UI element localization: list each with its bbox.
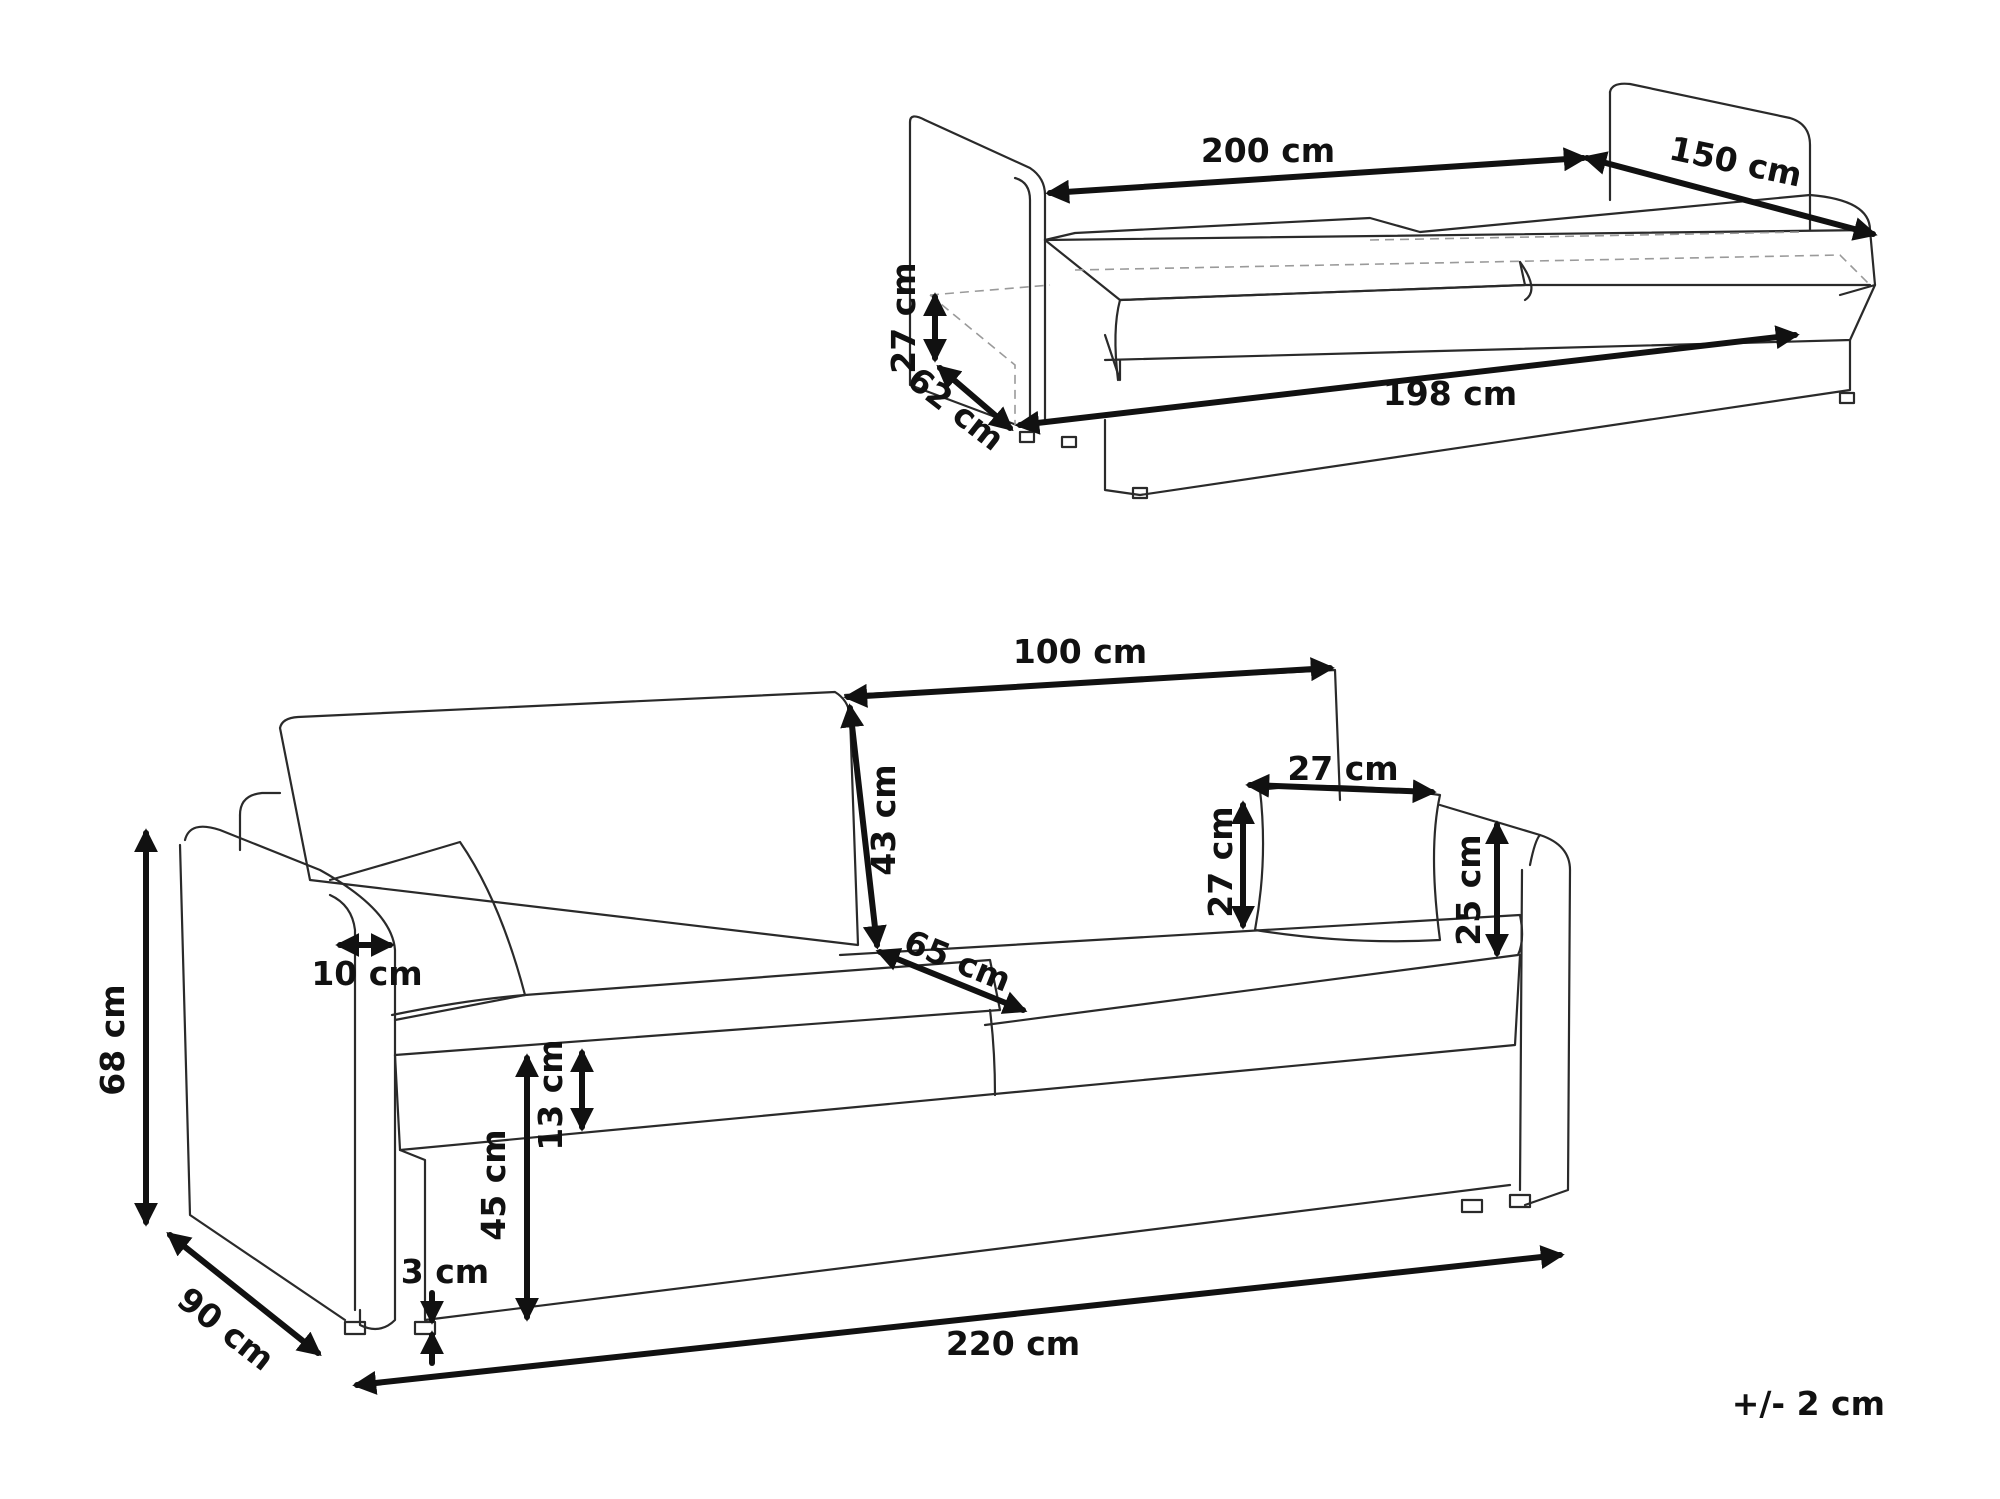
label-total-width: 220 cm <box>946 1324 1080 1363</box>
dim-line-100 <box>843 657 1335 708</box>
dim-line-27-pillow-width <box>1245 773 1437 804</box>
label-back-cushion-height: 43 cm <box>864 764 903 875</box>
label-drawer-length: 198 cm <box>1383 374 1517 413</box>
label-drawer-height: 27 cm <box>884 262 923 373</box>
dim-line-198 <box>1015 325 1800 435</box>
label-seat-height: 45 cm <box>474 1129 513 1240</box>
label-pillow-width: 27 cm <box>1287 749 1398 788</box>
dim-line-150 <box>1582 151 1878 241</box>
dim-line-220 <box>352 1245 1565 1395</box>
label-back-cushion-width: 100 cm <box>1013 632 1147 671</box>
label-drawer-depth: 62 cm <box>900 359 1012 458</box>
dim-line-65 <box>875 948 1028 1014</box>
dim-line-200 <box>1045 147 1588 204</box>
label-armrest-height: 25 cm <box>1449 834 1488 945</box>
label-seat-cushion-thickness: 13 cm <box>531 1039 570 1150</box>
dim-line-43 <box>840 703 887 950</box>
label-pillow-height: 27 cm <box>1201 806 1240 917</box>
label-leg-height: 3 cm <box>401 1252 489 1291</box>
dim-line-90 <box>166 1232 322 1356</box>
label-seat-length: 200 cm <box>1201 131 1335 170</box>
label-depth: 90 cm <box>170 1279 282 1378</box>
tolerance-note: +/- 2 cm <box>1732 1384 1885 1423</box>
bottom-dimension-lines <box>134 657 1565 1395</box>
label-armrest-thickness: 10 cm <box>311 954 422 993</box>
dim-line-62 <box>936 364 1014 432</box>
label-seat-depth: 65 cm <box>899 922 1017 1000</box>
label-total-height: 68 cm <box>93 984 132 1095</box>
top-dimension-lines <box>923 147 1878 435</box>
